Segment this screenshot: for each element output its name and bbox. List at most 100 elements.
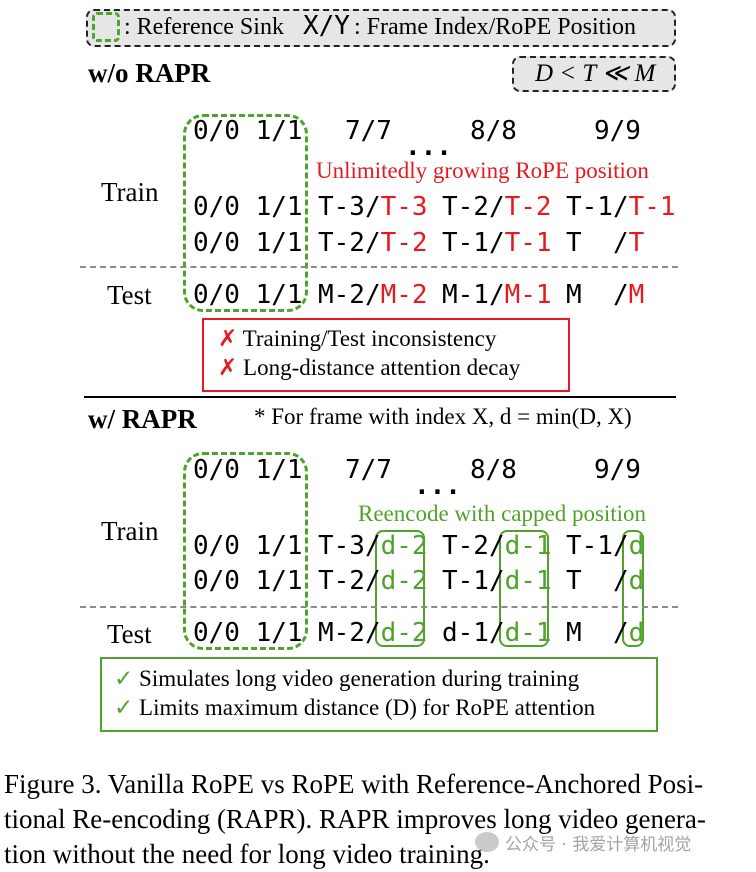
train-test-separator-top — [80, 266, 678, 268]
frame-7-header-bottom: 7/7 — [345, 455, 392, 485]
sink-frames-test-bottom: 0/0 1/1 — [193, 618, 303, 648]
rope-position: M — [628, 280, 645, 310]
frame-index: T-1/ — [442, 228, 505, 258]
rope-position: T-2 — [504, 192, 552, 222]
frame-cell: T-1/T-1 — [566, 192, 676, 222]
condition-box — [512, 56, 676, 92]
rope-position: T-1 — [504, 228, 552, 258]
sink-frames-train-row1-top: 0/0 1/1 — [193, 192, 303, 222]
issue-text: Long-distance attention decay — [243, 355, 521, 380]
section-heading-without-rapr: w/o RAPR — [88, 58, 211, 88]
frame-8-header-top: 8/8 — [470, 116, 517, 146]
legend-sink-label: : Reference Sink — [124, 14, 284, 40]
sink-frames-test-top: 0/0 1/1 — [193, 280, 303, 310]
frame-index: T / — [566, 228, 629, 258]
capped-position-box — [622, 530, 644, 647]
frame-cell: T /T — [566, 228, 644, 258]
rope-position: d-1 — [504, 618, 552, 648]
sink-frames-train-row1-bottom: 0/0 1/1 — [193, 531, 303, 561]
sink-frames-train-row2-bottom: 0/0 1/1 — [193, 566, 303, 596]
issues-box — [202, 318, 570, 392]
watermark-text: 公众号 · 我爱计算机视觉 — [505, 835, 692, 855]
rope-position: d-2 — [380, 618, 428, 648]
frame-index: T-1/ — [566, 531, 629, 561]
benefits-box — [100, 657, 658, 732]
frame-index: M / — [566, 280, 629, 310]
reference-sink-box-top — [183, 114, 308, 312]
frame-8-header-bottom: 8/8 — [470, 455, 517, 485]
frame-cell: T-1/d — [566, 531, 644, 561]
rope-position: d-2 — [380, 566, 428, 596]
frame-9-header-top: 9/9 — [594, 116, 641, 146]
rope-position: d — [628, 566, 645, 596]
figure-caption-line-2: tional Re-encoding (RAPR). RAPR improves… — [4, 804, 706, 834]
rope-position: d-1 — [504, 531, 552, 561]
rope-position: d — [628, 618, 645, 648]
rope-position: d-1 — [504, 566, 552, 596]
cross-icon: ✗ — [218, 326, 238, 351]
capped-position-box — [375, 530, 425, 647]
frame-index: M-1/ — [442, 280, 505, 310]
train-test-separator-bottom — [80, 606, 678, 608]
issue-item: ✗ Training/Test inconsistency — [218, 326, 496, 352]
check-icon: ✓ — [114, 666, 134, 691]
sink-frames-header-top: 0/0 1/1 — [193, 116, 303, 146]
sink-frames-header-bottom: 0/0 1/1 — [193, 455, 303, 485]
frame-index: T-2/ — [318, 566, 381, 596]
benefit-item: ✓ Simulates long video generation during… — [114, 666, 579, 692]
frame-index: M / — [566, 618, 629, 648]
annotation-unlimited-growth: Unlimitedly growing RoPE position — [316, 158, 649, 183]
ellipsis-bottom: ... — [414, 471, 461, 501]
wechat-icon — [475, 832, 499, 852]
legend-box — [86, 9, 676, 47]
frame-index: T / — [566, 566, 629, 596]
frame-cell: d-1/d-1 — [442, 618, 552, 648]
rope-position: d-2 — [380, 531, 428, 561]
frame-cell: M-2/M-2 — [318, 280, 428, 310]
legend-frame-symbol: X/Y — [303, 11, 350, 41]
frame-index: M-2/ — [318, 280, 381, 310]
benefit-text: Limits maximum distance (D) for RoPE att… — [139, 695, 596, 720]
frame-cell: T-1/T-1 — [442, 228, 552, 258]
frame-index: d-1/ — [442, 618, 505, 648]
rope-position: T-3 — [380, 192, 428, 222]
test-label-top: Test — [107, 280, 152, 310]
train-label-bottom: Train — [101, 516, 159, 546]
benefit-item: ✓ Limits maximum distance (D) for RoPE a… — [114, 695, 595, 721]
rope-position: T-1 — [628, 192, 676, 222]
frame-index: T-1/ — [442, 566, 505, 596]
frame-index: T-1/ — [566, 192, 629, 222]
frame-cell: T-2/T-2 — [442, 192, 552, 222]
capped-position-box — [499, 530, 549, 647]
frame-index: T-3/ — [318, 192, 381, 222]
rope-position: d — [628, 531, 645, 561]
test-label-bottom: Test — [107, 619, 152, 649]
frame-cell: T-1/d-1 — [442, 566, 552, 596]
section-heading-with-rapr: w/ RAPR — [88, 404, 197, 434]
reference-sink-box-bottom — [183, 452, 308, 650]
benefit-text: Simulates long video generation during t… — [139, 666, 580, 691]
section-divider — [84, 396, 676, 398]
issue-item: ✗ Long-distance attention decay — [218, 355, 520, 381]
reference-sink-swatch — [92, 12, 120, 42]
figure-caption-line-1: Figure 3. Vanilla RoPE vs RoPE with Refe… — [4, 769, 704, 799]
figure-caption-line-3: tion without the need for long video tra… — [4, 839, 490, 869]
frame-cell: M-1/M-1 — [442, 280, 552, 310]
frame-index: T-2/ — [442, 192, 505, 222]
ellipsis-top: ... — [405, 132, 452, 162]
rope-position: M-1 — [504, 280, 552, 310]
frame-cell: T-2/T-2 — [318, 228, 428, 258]
frame-cell: T-3/T-3 — [318, 192, 428, 222]
frame-index: T-2/ — [442, 531, 505, 561]
rope-position: M-2 — [380, 280, 428, 310]
frame-cell: M-2/d-2 — [318, 618, 428, 648]
frame-cell: T-2/d-2 — [318, 566, 428, 596]
frame-cell: T-2/d-1 — [442, 531, 552, 561]
train-label-top: Train — [101, 177, 159, 207]
footnote-definition: * For frame with index X, d = min(D, X) — [254, 404, 632, 429]
frame-7-header-top: 7/7 — [345, 116, 392, 146]
frame-index: M-2/ — [318, 618, 381, 648]
frame-cell: T-3/d-2 — [318, 531, 428, 561]
cross-icon: ✗ — [218, 355, 238, 380]
check-icon: ✓ — [114, 695, 134, 720]
